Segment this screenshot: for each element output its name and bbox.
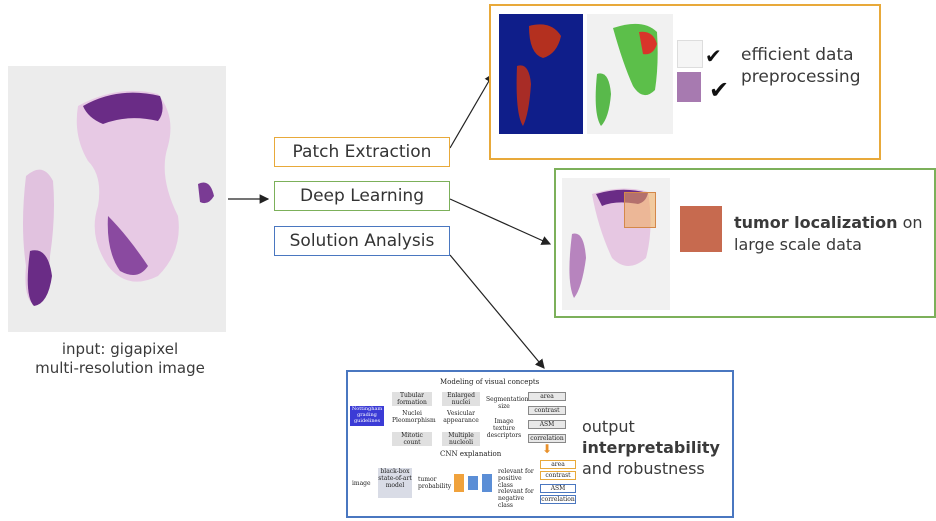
preprocessing-text-line2: preprocessing (741, 67, 861, 87)
tumor-patch-image (680, 206, 722, 252)
rel-pos-label: relevant for positive class (498, 468, 534, 489)
localization-after-bold: on (897, 213, 923, 232)
heatmap-drawing (595, 23, 658, 126)
tumor-prob-label: tumor probability (418, 476, 452, 490)
preprocessing-text-line1: efficient data (741, 45, 854, 65)
step-patch-extraction: Patch Extraction (274, 137, 450, 167)
mitotic-box: Mitotic count (392, 432, 432, 446)
visual-concepts-heading: Modeling of visual concepts (440, 378, 540, 386)
correlation-box: correlation (528, 434, 566, 443)
input-caption: input: gigapixel multi-resolution image (0, 340, 240, 378)
localization-bold: tumor localization (734, 213, 898, 232)
vesicular-box: Vesicular appearance (443, 410, 479, 424)
nuclei-pleo-box: Nuclei Pleomorphism (392, 410, 436, 424)
asm-neg-box: ASM (540, 484, 576, 493)
deep-to-localization-arrow (449, 198, 552, 245)
area-box: area (528, 392, 566, 401)
multiple-box: Multiple nucleoli (442, 432, 480, 446)
rel-neg-label: relevant for negative class (498, 488, 534, 509)
step-deep-learning: Deep Learning (274, 181, 450, 211)
step-solution-analysis: Solution Analysis (274, 226, 450, 256)
contrast-box: contrast (528, 406, 566, 415)
localization-text: tumor localization on large scale data (734, 212, 923, 256)
interpretability-text: output interpretability and robustness (582, 416, 720, 479)
input-caption-line2: multi-resolution image (35, 359, 205, 377)
grading-box: Nottingham grading guidelines (350, 406, 384, 426)
mask-image (499, 14, 583, 134)
area-pos-box: area (540, 460, 576, 469)
texture-box: Image texture descriptors (486, 418, 522, 439)
enlarged-box: Enlarged nuclei (442, 392, 480, 406)
input-caption-line1: input: gigapixel (61, 340, 179, 358)
mask-drawing (516, 24, 561, 126)
cnn-explanation-heading: CNN explanation (440, 450, 502, 458)
tubular-box: Tubular formation (392, 392, 432, 406)
interpretability-panel: Modeling of visual concepts Nottingham g… (346, 370, 734, 518)
localization-line2: large scale data (734, 235, 862, 254)
localization-panel: tumor localization on large scale data (554, 168, 936, 318)
down-arrow-icon: ⬇ (542, 442, 553, 456)
contrast-pos-box: contrast (540, 471, 576, 480)
patch-thumb-tissue (677, 72, 701, 102)
slide-tissue-drawing (23, 90, 214, 306)
patch-to-preprocessing-arrow (449, 72, 494, 149)
heatmap-image (587, 14, 673, 134)
input-slide-image (8, 66, 226, 332)
interpretability-line3: and robustness (582, 459, 705, 478)
patch-thumb-blank (677, 40, 703, 68)
network-blocks (448, 466, 502, 500)
asm-box: ASM (528, 420, 566, 429)
image-label: image (352, 480, 371, 487)
interpretability-bold: interpretability (582, 438, 720, 457)
interpretability-line1: output (582, 417, 635, 436)
correlation-neg-box: correlation (540, 495, 576, 504)
preprocessing-panel: ✔ ✔ efficient data preprocessing (489, 4, 881, 160)
localization-slide-image (562, 178, 670, 310)
tumor-highlight-box (624, 192, 656, 228)
reject-check-icon: ✔ (705, 44, 722, 68)
preprocessing-text: efficient data preprocessing (741, 44, 860, 88)
segmentation-box: Segmentation size (486, 396, 529, 410)
accept-check-icon: ✔ (709, 76, 730, 104)
analysis-to-interpretability-arrow (449, 254, 545, 369)
blackbox-model-box: black-box state-of-art model (378, 468, 412, 498)
